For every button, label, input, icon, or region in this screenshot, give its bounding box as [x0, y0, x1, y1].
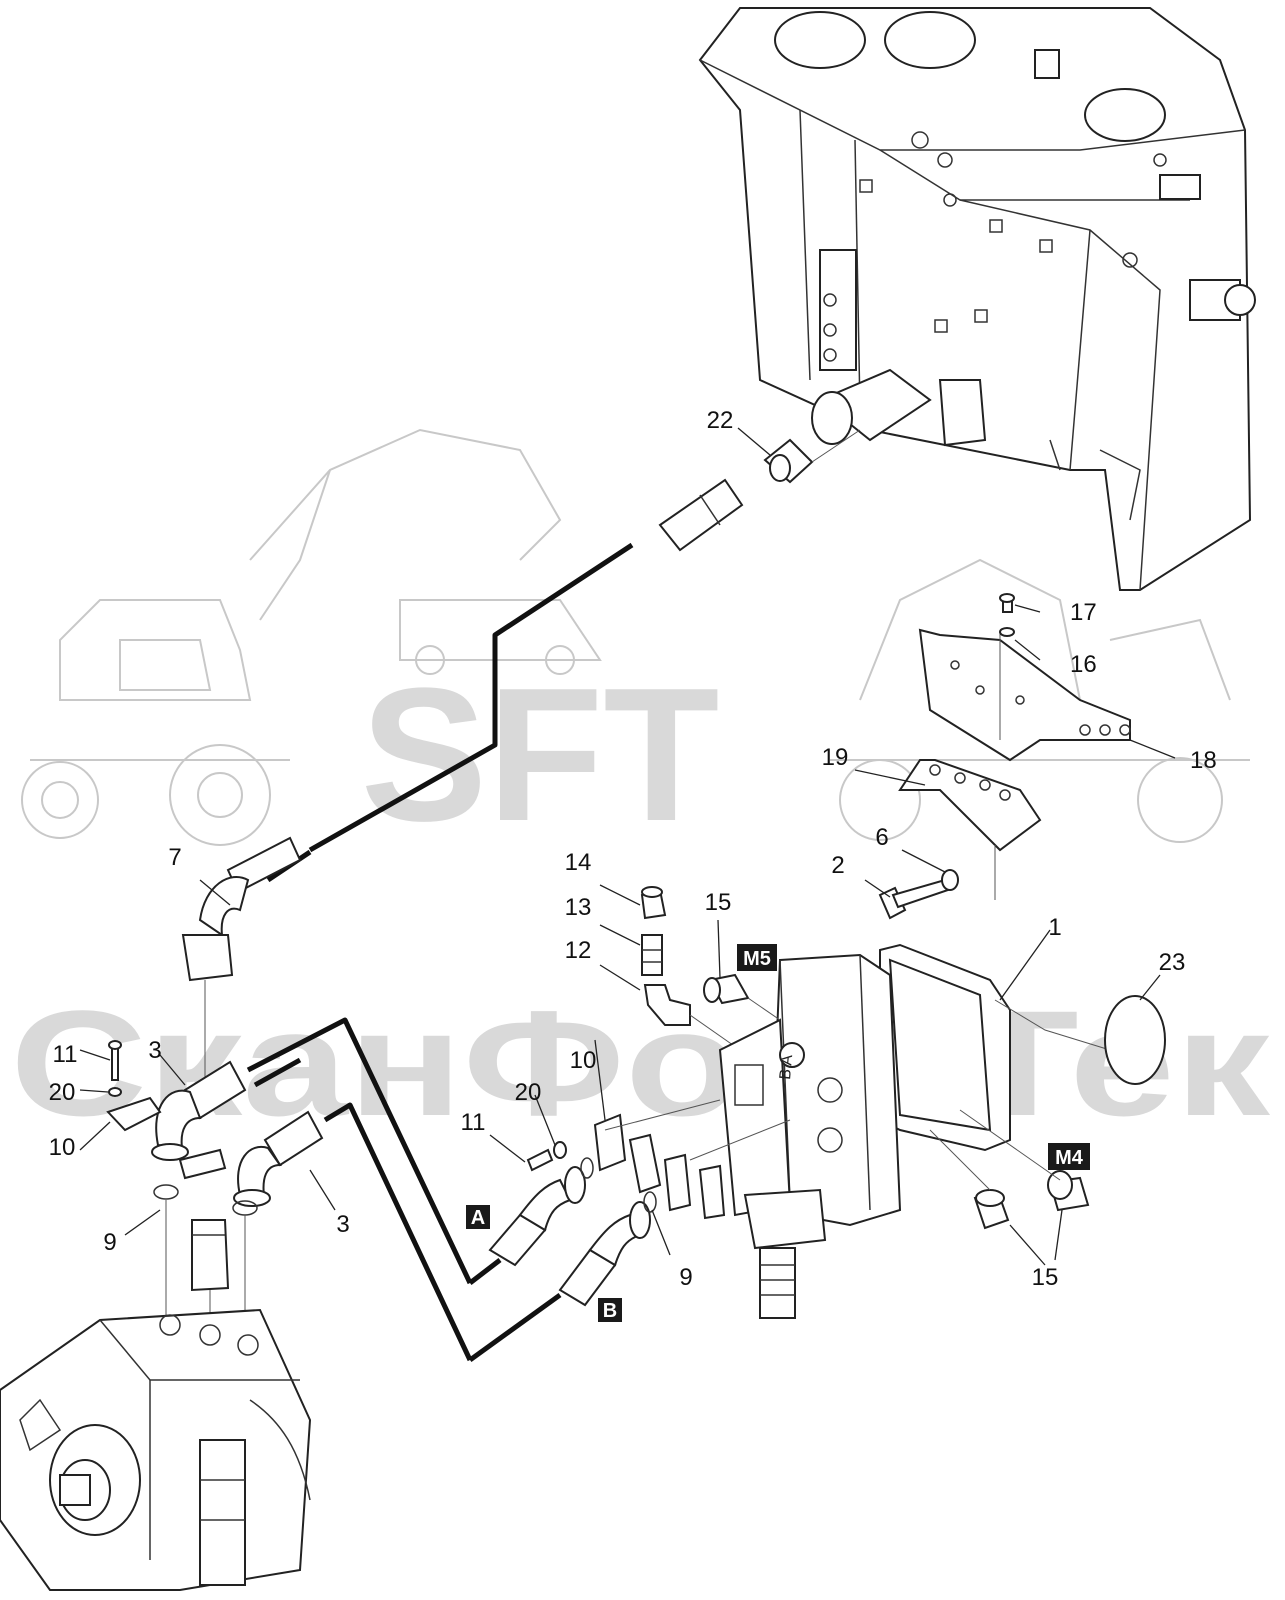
bracket-18 — [918, 628, 1131, 762]
callout-22: 22 — [707, 407, 734, 434]
plug-m4 — [959, 1109, 1090, 1212]
hydraulic-motor-1: B A — [718, 943, 1111, 1319]
callout-12: 12 — [565, 937, 592, 964]
callout-11-left: 11 — [53, 1041, 78, 1068]
callout-10-left: 10 — [49, 1134, 76, 1161]
bolt-17-washer-16 — [999, 593, 1015, 637]
callout-20-left: 20 — [49, 1079, 76, 1106]
callout-19: 19 — [822, 744, 849, 771]
callout-2: 2 — [831, 852, 844, 879]
callout-9-left: 9 — [103, 1229, 116, 1256]
callout-labels: 22 17 16 18 19 6 2 7 14 13 12 15 1 23 11… — [49, 407, 1217, 1291]
callout-20-center: 20 — [515, 1079, 542, 1106]
callout-14: 14 — [565, 849, 592, 876]
flange-halves-10 — [526, 1099, 791, 1220]
fitting-22 — [763, 429, 861, 484]
watermark-logo-text: SFT — [361, 649, 720, 861]
watermark-excavator-icon — [249, 428, 602, 675]
svg-text:A: A — [471, 1207, 485, 1229]
watermark-company-text: СканФорсТек — [10, 979, 1271, 1147]
hydraulic-pump — [0, 1308, 312, 1591]
callout-13: 13 — [565, 894, 592, 921]
svg-text:M5: M5 — [743, 948, 771, 970]
callout-16: 16 — [1070, 651, 1097, 678]
callout-3-lower: 3 — [336, 1211, 349, 1238]
callout-9-center: 9 — [679, 1264, 692, 1291]
hose-b — [558, 1201, 651, 1307]
callout-3-upper: 3 — [148, 1037, 161, 1064]
left-clamp-group — [106, 1040, 258, 1345]
machine-frame — [698, 7, 1256, 591]
callout-11-center: 11 — [461, 1109, 486, 1136]
leader-lines — [79, 427, 1176, 1266]
label-m5: M5 — [737, 944, 777, 971]
svg-text:B A: B A — [777, 1054, 796, 1081]
callout-7: 7 — [168, 844, 181, 871]
o-ring-23 — [1104, 995, 1166, 1085]
label-b: B — [598, 1298, 622, 1322]
callout-15-bottom: 15 — [1032, 1264, 1059, 1291]
hose-7 — [181, 478, 744, 1080]
plug-15-m5 — [703, 973, 781, 1021]
callout-10-center: 10 — [570, 1047, 597, 1074]
label-a: A — [466, 1205, 490, 1229]
watermark: SFT СканФорсТек — [10, 428, 1271, 1147]
label-m4: M4 — [1048, 1143, 1090, 1170]
callout-17: 17 — [1070, 599, 1097, 626]
watermark-tractor-icon — [21, 599, 290, 846]
callout-1: 1 — [1048, 914, 1061, 941]
hose-a — [488, 1166, 586, 1267]
boxed-labels: M5 M4 A B — [466, 944, 1090, 1322]
callout-6: 6 — [875, 824, 888, 851]
bracket-19 — [898, 759, 1042, 900]
callout-23: 23 — [1159, 949, 1186, 976]
hose-3-pair — [151, 1017, 562, 1363]
svg-text:B: B — [603, 1300, 617, 1322]
callout-18: 18 — [1190, 747, 1217, 774]
watermark-loader-icon — [830, 558, 1250, 843]
callout-15-top: 15 — [705, 889, 732, 916]
bolt-2-washer-6 — [878, 869, 959, 920]
svg-text:M4: M4 — [1055, 1147, 1084, 1169]
plug-15-lower — [929, 1129, 1010, 1230]
